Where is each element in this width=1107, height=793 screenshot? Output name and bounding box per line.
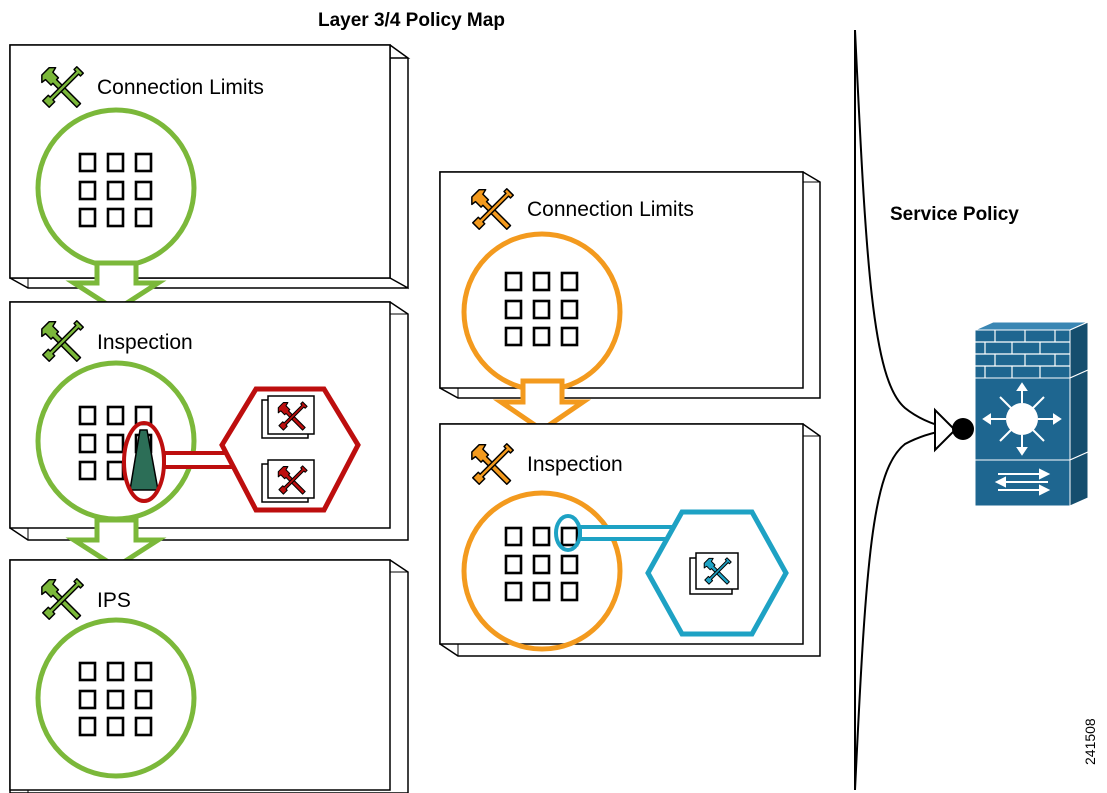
class-box-label: Inspection [527, 453, 623, 476]
attach-point [952, 418, 974, 440]
class-box-ips: IPS [9, 559, 409, 793]
class-box-connection-limits: Connection Limits [439, 171, 821, 399]
inspection-engine-icon [261, 395, 315, 439]
service-policy-arrowhead [934, 407, 957, 453]
figure-id: 241508 [1082, 718, 1098, 765]
match-circle [461, 490, 623, 652]
inspection-engine-icon [689, 552, 739, 595]
class-box-label: Connection Limits [527, 198, 694, 221]
policy-map-orange: Connection Limits Inspection [439, 171, 821, 657]
class-box-label: Connection Limits [97, 76, 264, 99]
inspection-engine-icon [261, 459, 315, 503]
service-policy-label: Service Policy [890, 204, 1019, 225]
firewall-switch-icon [974, 321, 1089, 507]
policy-map-green: Connection Limits Inspection [9, 44, 411, 793]
class-box-label: Inspection [97, 331, 193, 354]
flow-arrow [65, 260, 167, 313]
class-box-inspection: Inspection [439, 423, 821, 657]
flow-arrow [65, 517, 167, 570]
class-box-connection-limits: Connection Limits [9, 44, 411, 290]
flow-arrow [492, 378, 592, 434]
diagram-title: Layer 3/4 Policy Map [318, 10, 505, 31]
inspection-hexagon [219, 386, 361, 513]
class-box-inspection: Inspection [9, 301, 409, 541]
match-circle [35, 617, 197, 779]
class-box-label: IPS [97, 589, 131, 612]
service-policy-bracket [854, 29, 974, 791]
